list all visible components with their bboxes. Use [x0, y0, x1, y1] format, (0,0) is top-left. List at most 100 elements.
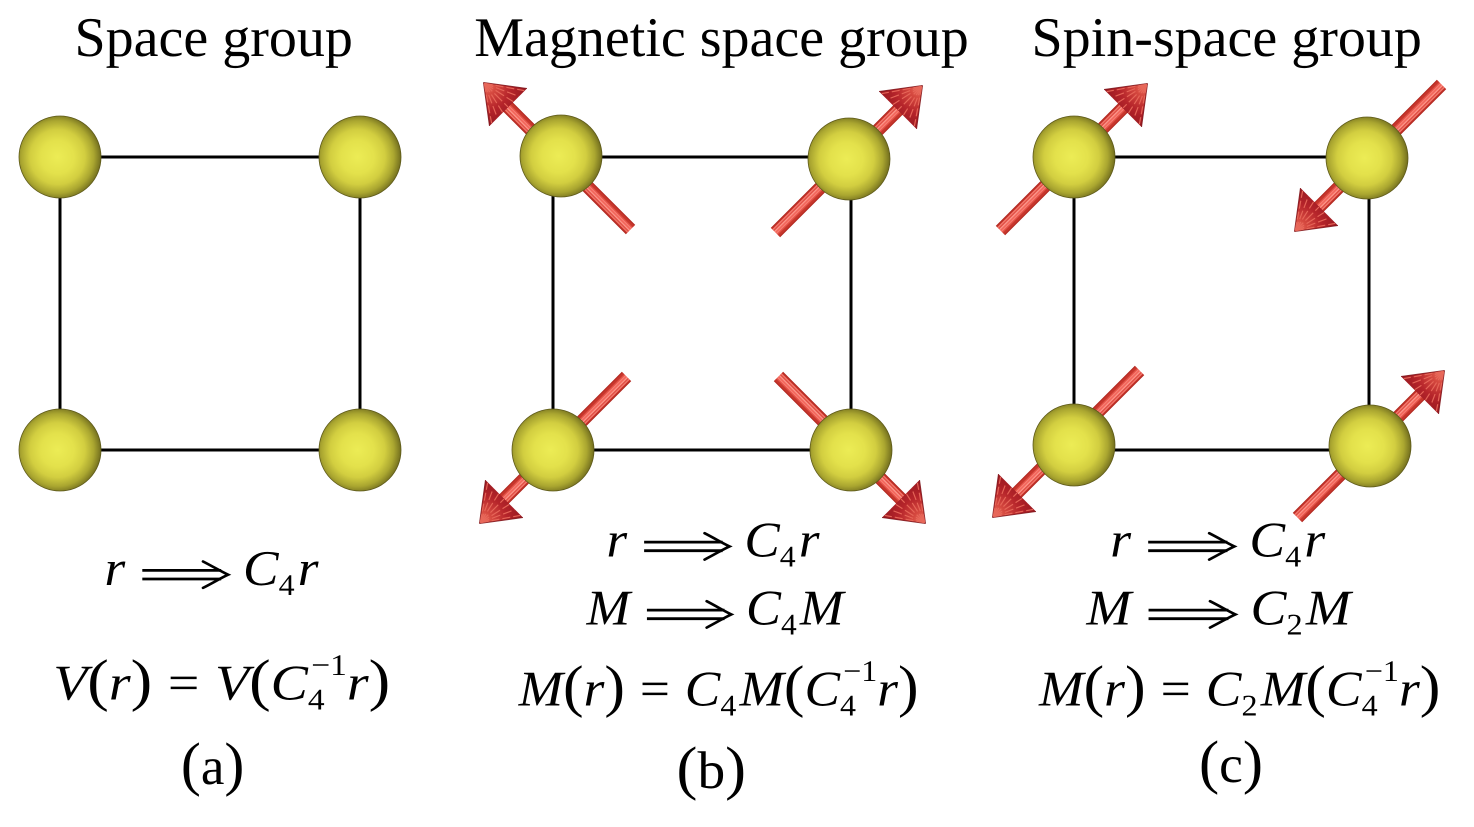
- atom-sphere: [1328, 404, 1412, 488]
- atom-sphere: [18, 408, 102, 492]
- label-paren: (: [181, 731, 201, 797]
- atom-sphere: [511, 408, 595, 492]
- atom-sphere: [318, 115, 402, 199]
- panel-b-title: Magnetic space group: [474, 7, 968, 69]
- bond-square: [551, 155, 853, 452]
- eq-symbol: ): [131, 647, 153, 712]
- eq-subscript: 4: [1285, 541, 1301, 574]
- eq-symbol: (: [1305, 654, 1326, 719]
- eq-symbol: ): [898, 654, 919, 719]
- atom-sphere: [18, 115, 102, 199]
- eq-var: M: [1085, 580, 1134, 636]
- eq-symbol: =: [1161, 661, 1191, 717]
- eq-subscript: 4: [279, 569, 295, 602]
- bond-square: [1072, 155, 1371, 452]
- eq-var: r: [607, 512, 628, 568]
- implies-arrow: [646, 599, 735, 629]
- eq-subscript: 4: [720, 690, 736, 723]
- eq-subscript: 2: [1241, 690, 1257, 723]
- eq-subscript: 2: [1286, 609, 1302, 642]
- eq-var: r: [105, 540, 126, 596]
- eq-symbol: (: [784, 654, 805, 719]
- eq-superscript: −1: [311, 649, 347, 682]
- eq-symbol: ): [1125, 654, 1146, 719]
- eq-var: M: [585, 580, 632, 636]
- eq-var: M: [518, 661, 566, 717]
- eq-symbol: =: [640, 661, 670, 717]
- implies-arrow-head: [703, 531, 733, 561]
- eq-var: r: [1110, 512, 1131, 568]
- eq-superscript: −1: [1365, 655, 1399, 688]
- implies-arrow-bars: [644, 540, 723, 553]
- eq-var: r: [109, 654, 131, 710]
- implies-arrow-head: [201, 560, 232, 590]
- eq-var: M: [799, 580, 846, 636]
- eq-var: M: [1305, 580, 1354, 636]
- equation-line: (c): [1199, 729, 1263, 795]
- eq-symbol: =: [168, 654, 199, 710]
- label-paren: ): [1243, 729, 1263, 795]
- panel-a-label: (a): [181, 731, 245, 797]
- eq-var: V: [215, 654, 255, 710]
- eq-var: C: [744, 512, 780, 568]
- eq-subscript: 4: [840, 690, 856, 723]
- eq-var: C: [271, 654, 309, 710]
- eq-var: C: [685, 661, 721, 717]
- eq-var: C: [1251, 580, 1288, 636]
- panel-a-diagram: [18, 115, 402, 492]
- eq-subscript: 4: [780, 541, 796, 574]
- panel-b-diagram: [460, 63, 945, 543]
- atom-sphere: [1032, 115, 1116, 199]
- label-letter: c: [1219, 736, 1243, 794]
- eq-var: C: [805, 661, 841, 717]
- atom-sphere: [807, 117, 891, 201]
- implies-arrow: [1148, 531, 1238, 561]
- atom-sphere: [809, 408, 893, 492]
- eq-symbol: ): [1420, 654, 1441, 719]
- label-paren: ): [725, 735, 746, 801]
- equation-line: (b): [677, 735, 747, 801]
- eq-subscript: 4: [781, 609, 797, 642]
- implies-arrow-head: [705, 599, 735, 629]
- eq-var: C: [746, 580, 782, 636]
- eq-subscript: 4: [308, 683, 325, 716]
- panel-c-diagram: [973, 64, 1464, 537]
- eq-var: C: [243, 540, 279, 596]
- label-paren: (: [1199, 729, 1219, 795]
- panel-a-title: Space group: [75, 7, 353, 69]
- bond-square: [58, 155, 362, 452]
- eq-var: r: [799, 512, 820, 568]
- eq-var: r: [298, 540, 319, 596]
- implies-arrow: [644, 531, 733, 561]
- eq-var: M: [738, 661, 786, 717]
- eq-var: C: [1206, 661, 1242, 717]
- eq-symbol: ): [604, 654, 625, 719]
- panel-c-label: (c): [1199, 729, 1263, 795]
- eq-symbol: ): [369, 647, 391, 712]
- atom-sphere: [1032, 403, 1116, 487]
- eq-var: C: [1249, 512, 1285, 568]
- implies-arrow-bars: [142, 569, 222, 581]
- eq-superscript: −1: [843, 655, 877, 688]
- eq-var: r: [1104, 661, 1125, 717]
- panel-c-title: Spin-space group: [1032, 7, 1422, 69]
- implies-arrow-bars: [1148, 608, 1229, 621]
- eq-var: r: [347, 654, 369, 710]
- label-letter: b: [697, 742, 725, 800]
- equation-line: (a): [181, 731, 245, 797]
- eq-var: M: [1038, 661, 1086, 717]
- eq-var: V: [53, 654, 93, 710]
- eq-var: M: [1260, 661, 1308, 717]
